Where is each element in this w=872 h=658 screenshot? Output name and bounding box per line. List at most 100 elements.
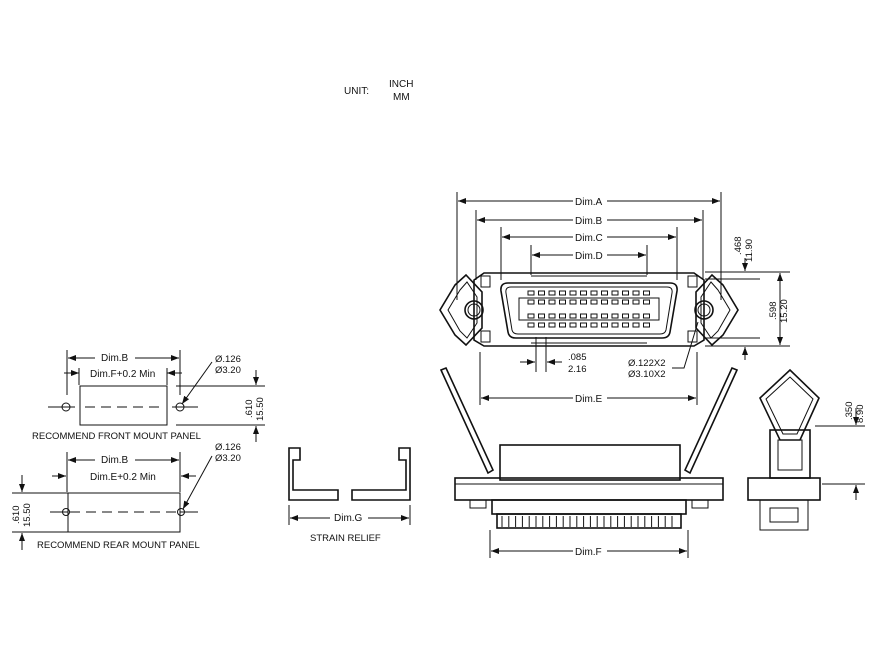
- contact-pin: [622, 322, 629, 328]
- front-height-inch: .610: [244, 400, 255, 419]
- right-bracket: [695, 273, 739, 347]
- strain-relief-dim-g: Dim.G: [334, 513, 363, 524]
- front-height-mm: 15.50: [255, 397, 266, 421]
- solder-tails: [501, 516, 673, 527]
- contact-pin: [538, 299, 545, 305]
- contact-pin: [559, 299, 566, 305]
- wire-bail: [759, 368, 820, 441]
- left-bracket: [439, 273, 483, 347]
- unit-legend: UNIT: INCH MM: [344, 79, 413, 103]
- top-offset-inch: .468: [733, 237, 744, 256]
- contact-pin: [538, 322, 545, 328]
- rear-hole-mm: Ø3.20: [215, 453, 241, 464]
- contact-pin: [569, 299, 577, 305]
- contact-pin: [601, 299, 608, 305]
- dim-e-label: Dim.E: [575, 394, 603, 405]
- front-dim-f: Dim.F+0.2 Min: [90, 369, 155, 380]
- contact-pin: [632, 299, 640, 305]
- height-inch: .598: [768, 302, 779, 321]
- contact-pin: [580, 299, 587, 305]
- contact-pin: [538, 290, 545, 296]
- rear-panel-caption: RECOMMEND REAR MOUNT PANEL: [37, 540, 200, 551]
- contact-pin: [611, 313, 619, 319]
- rear-height-inch: .610: [11, 506, 22, 525]
- strain-relief-caption: STRAIN RELIEF: [310, 533, 381, 544]
- front-panel-caption: RECOMMEND FRONT MOUNT PANEL: [32, 431, 201, 442]
- left-latch: [439, 366, 495, 475]
- pitch-mm: 2.16: [568, 364, 587, 375]
- contact-pin: [643, 290, 650, 296]
- contact-pin: [580, 313, 587, 319]
- unit-mm: MM: [393, 92, 410, 103]
- rear-height-mm: 15.50: [22, 503, 33, 527]
- contact-pin: [527, 299, 535, 305]
- contact-pin: [548, 299, 556, 305]
- dim-d-label: Dim.D: [575, 251, 603, 262]
- contact-pin: [527, 290, 535, 296]
- contact-pin: [580, 322, 587, 328]
- unit-label: UNIT:: [344, 86, 369, 97]
- front-hole-inch: Ø.126: [215, 354, 241, 365]
- contact-pin: [569, 313, 577, 319]
- unit-inch: INCH: [389, 79, 413, 90]
- strain-relief: Dim.G STRAIN RELIEF: [288, 447, 411, 544]
- contact-pin: [527, 322, 535, 328]
- contact-pin: [559, 322, 566, 328]
- right-screw-hole: [694, 300, 714, 320]
- contact-pin: [611, 299, 619, 305]
- rear-hole-right: [177, 508, 185, 516]
- front-dim-b: Dim.B: [101, 353, 129, 364]
- left-screw-hole: [464, 300, 484, 320]
- contact-pin: [527, 313, 535, 319]
- dim-c-label: Dim.C: [575, 233, 603, 244]
- dim-b-label: Dim.B: [575, 216, 603, 227]
- right-latch: [683, 366, 739, 475]
- contact-pin: [643, 313, 650, 319]
- contact-pin: [590, 313, 598, 319]
- dim-f-label: Dim.F: [575, 547, 602, 558]
- contact-pin: [590, 299, 598, 305]
- contact-pin: [632, 313, 640, 319]
- rear-mount-panel: Dim.B Dim.E+0.2 Min Ø.126 Ø3.20 .610 15.…: [11, 442, 241, 551]
- side-height-mm: 8.90: [855, 405, 866, 424]
- height-mm: 15.20: [779, 299, 790, 323]
- connector-bottom-view: Dim.F: [439, 366, 739, 558]
- contact-pin: [590, 290, 598, 296]
- rear-hole-left: [62, 508, 70, 516]
- hole-mm: Ø3.10X2: [628, 369, 666, 380]
- connector-front-view: Dim.A Dim.B Dim.C Dim.D .468 11.: [439, 192, 790, 405]
- front-hole-left: [61, 402, 71, 412]
- side-height-inch: .350: [844, 402, 855, 421]
- contact-pin: [548, 290, 556, 296]
- contact-pin: [643, 299, 650, 305]
- rear-hole-inch: Ø.126: [215, 442, 241, 453]
- rear-dim-b: Dim.B: [101, 455, 129, 466]
- contact-pin: [622, 290, 629, 296]
- top-offset-mm: 11.90: [744, 239, 755, 262]
- contact-pin: [580, 290, 587, 296]
- contact-pin: [622, 299, 629, 305]
- pitch-inch: .085: [568, 352, 587, 363]
- dim-a-label: Dim.A: [575, 197, 603, 208]
- contact-pin: [643, 322, 650, 328]
- contact-pin: [611, 322, 619, 328]
- contact-pin: [611, 290, 619, 296]
- front-hole-right: [175, 402, 185, 412]
- contact-pin: [569, 290, 577, 296]
- contact-pin: [622, 313, 629, 319]
- connector-side-view: .350 8.90: [747, 368, 866, 531]
- contact-pin: [601, 322, 608, 328]
- contact-pin: [538, 313, 545, 319]
- contact-pin: [548, 322, 556, 328]
- contact-pin: [590, 322, 598, 328]
- contact-pin: [632, 322, 640, 328]
- contact-pin: [601, 313, 608, 319]
- front-mount-panel: Dim.B Dim.F+0.2 Min Ø.126 Ø3.20 .610 15.…: [32, 350, 266, 442]
- contact-pin: [632, 290, 640, 296]
- contact-pin: [548, 313, 556, 319]
- hole-inch: Ø.122X2: [628, 358, 666, 369]
- front-hole-mm: Ø3.20: [215, 365, 241, 376]
- contact-pin: [569, 322, 577, 328]
